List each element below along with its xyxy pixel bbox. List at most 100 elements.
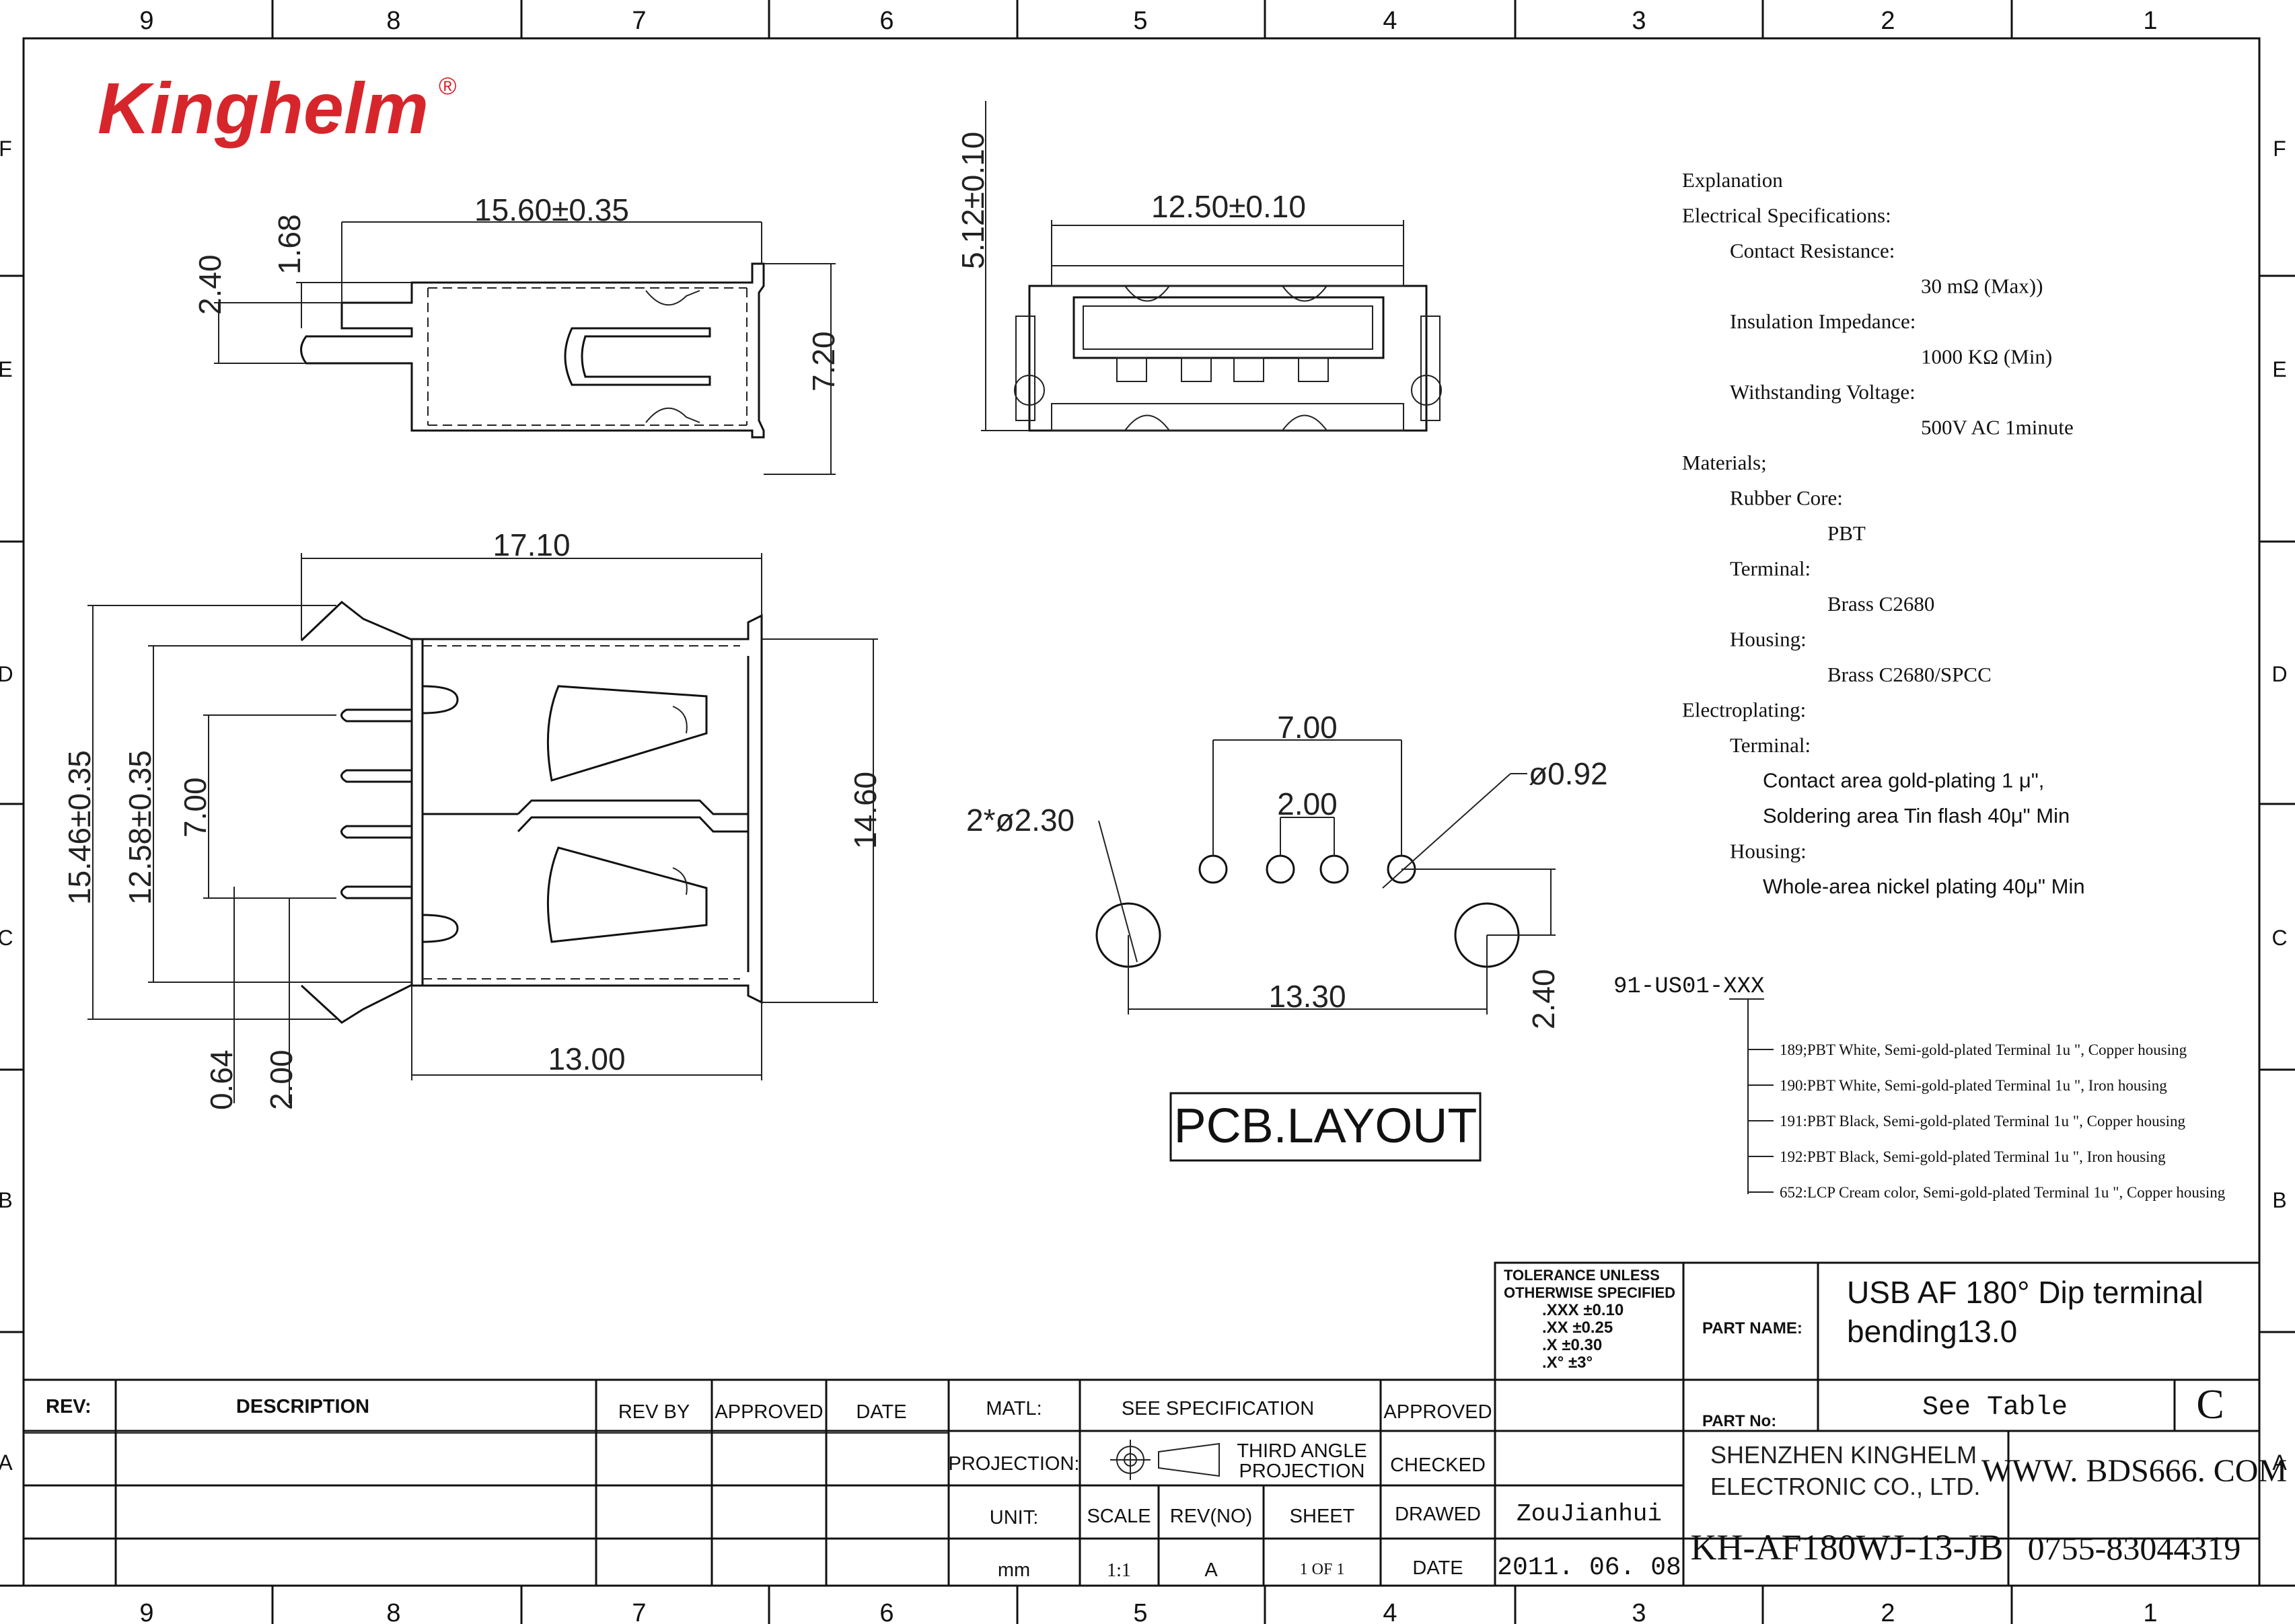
part-option-item: 189;PBT White, Semi-gold-plated Terminal… [1780, 1041, 2187, 1058]
explanation-line: 500V AC 1minute [1921, 416, 2074, 439]
zone-col-bottom-4: 4 [1383, 1599, 1397, 1624]
zone-row-right-D: D [2271, 662, 2287, 686]
zone-row-right-C: C [2271, 926, 2287, 950]
front-view-dim-height: 5.12±0.10 [955, 132, 990, 269]
explanation-line: Electroplating: [1682, 698, 1806, 722]
explanation-line: Brass C2680/SPCC [1827, 663, 1992, 686]
part-name-line-2: bending13.0 [1847, 1314, 2017, 1349]
projection-value-2: PROJECTION [1239, 1461, 1365, 1482]
logo-registered-mark: ® [439, 72, 457, 100]
approved-label-2: APPROVED [1383, 1401, 1492, 1423]
zone-col-top-1: 1 [2143, 7, 2157, 35]
zone-labels-rows: F E D C B A F E D C B A [0, 137, 2288, 1475]
explanation-line: Explanation [1682, 168, 1783, 192]
explanation-line: Soldering area Tin flash 40μ" Min [1763, 804, 2070, 827]
bottom-view-dim-inner: 12.58±0.35 [122, 750, 157, 905]
phone: 0755-83044319 [2028, 1529, 2241, 1567]
drawed-label: DRAWED [1395, 1504, 1481, 1525]
part-option-item: 191:PBT Black, Semi-gold-plated Terminal… [1780, 1113, 2185, 1130]
part-option-item: 652:LCP Cream color, Semi-gold-plated Te… [1780, 1184, 2226, 1201]
company-line-2: ELECTRONIC CO., LTD. [1710, 1473, 1980, 1500]
zone-col-top-7: 7 [632, 7, 646, 35]
date-value: 2011. 06. 08 [1497, 1553, 1681, 1582]
rev-header: REV: [46, 1396, 92, 1417]
pcb-layout-label: PCB.LAYOUT [1174, 1099, 1478, 1153]
zone-col-top-6: 6 [879, 7, 894, 35]
date-header: DATE [856, 1401, 906, 1423]
kinghelm-logo: Kinghelm ® [98, 67, 457, 149]
zone-row-left-D: D [0, 662, 13, 686]
sheet-label: SHEET [1290, 1506, 1355, 1527]
matl-label: MATL: [986, 1398, 1042, 1419]
zone-row-right-E: E [2272, 357, 2286, 381]
company-line-1: SHENZHEN KINGHELM [1710, 1441, 1977, 1469]
part-option-item: 192:PBT Black, Semi-gold-plated Terminal… [1780, 1148, 2166, 1165]
explanation-line: Rubber Core: [1730, 486, 1843, 510]
projection-value-1: THIRD ANGLE [1237, 1440, 1367, 1462]
pcb-dim-mount-hole: 2*ø2.30 [966, 803, 1074, 838]
rev-by-header: REV BY [618, 1401, 690, 1423]
explanation-line: Terminal: [1730, 733, 1811, 757]
sheet-frame [0, 37, 2295, 1587]
explanation-line: Withstanding Voltage: [1730, 380, 1916, 404]
zone-col-bottom-6: 6 [879, 1599, 894, 1624]
explanation-line: Insulation Impedance: [1730, 309, 1916, 333]
tolerance-line: OTHERWISE SPECIFIED [1504, 1284, 1675, 1301]
description-header: DESCRIPTION [236, 1396, 369, 1417]
zone-row-right-F: F [2273, 137, 2286, 161]
explanation-line: Brass C2680 [1827, 592, 1934, 616]
top-view-dim-240: 2.40 [192, 254, 227, 315]
tolerance-line: .X ±0.30 [1542, 1336, 1602, 1354]
zone-col-bottom-9: 9 [139, 1599, 153, 1624]
explanation-line: Materials; [1682, 451, 1767, 474]
explanation-line: Terminal: [1730, 557, 1811, 581]
bottom-view-dim-200: 2.00 [264, 1049, 299, 1110]
checked-label: CHECKED [1390, 1454, 1486, 1476]
zone-col-top-5: 5 [1133, 7, 1147, 35]
explanation-line: PBT [1827, 521, 1866, 545]
approved-header: APPROVED [715, 1401, 823, 1423]
explanation-line: Housing: [1730, 628, 1807, 651]
date-label-2: DATE [1412, 1557, 1463, 1579]
unit-label: UNIT: [990, 1507, 1039, 1528]
zone-row-left-B: B [0, 1188, 13, 1212]
front-view-drawing: 12.50±0.10 5.12±0.10 [955, 101, 1442, 432]
zone-col-bottom-3: 3 [1632, 1599, 1646, 1624]
bottom-view-dim-length: 17.10 [493, 527, 570, 562]
explanation-line: Electrical Specifications: [1682, 204, 1891, 227]
bottom-view-dim-pin-span: 7.00 [178, 777, 213, 838]
explanation-line: Housing: [1730, 840, 1807, 863]
part-no-label: PART No: [1702, 1412, 1776, 1430]
zone-col-top-2: 2 [1881, 7, 1895, 35]
revision-letter: C [2196, 1382, 2224, 1428]
zone-row-left-F: F [0, 137, 12, 161]
explanation-line: Contact Resistance: [1730, 239, 1895, 262]
pcb-dim-pitch-outer: 7.00 [1277, 710, 1338, 745]
bottom-view-dim-width: 14.60 [848, 772, 883, 849]
sheet-value: 1 OF 1 [1300, 1561, 1345, 1578]
part-name-label: PART NAME: [1702, 1319, 1802, 1337]
pcb-layout-drawing: 7.00 2.00 ø0.92 2*ø2.30 13.30 2.40 PCB.L… [966, 710, 1608, 1162]
pcb-dim-mount-offset: 2.40 [1526, 969, 1561, 1029]
explanation-line: 30 mΩ (Max)) [1921, 274, 2043, 298]
revno-value: A [1204, 1559, 1218, 1581]
top-view-dim-168: 1.68 [272, 214, 307, 274]
part-options-code: 91-US01-XXX [1613, 974, 1764, 1000]
matl-value: SEE SPECIFICATION [1122, 1398, 1314, 1419]
zone-col-bottom-2: 2 [1881, 1599, 1895, 1624]
third-angle-projection-icon [1110, 1440, 1220, 1480]
zone-col-top-8: 8 [386, 7, 400, 35]
zone-col-bottom-8: 8 [386, 1599, 400, 1624]
top-view-drawing: 15.60±0.35 1.68 2.40 7.20 [192, 192, 841, 475]
bottom-view-dim-13: 13.00 [548, 1041, 625, 1076]
zone-row-right-B: B [2272, 1188, 2286, 1212]
zone-col-bottom-7: 7 [632, 1599, 646, 1624]
pcb-layout-label-box [1169, 1092, 1482, 1162]
part-option-item: 190:PBT White, Semi-gold-plated Terminal… [1780, 1077, 2167, 1094]
top-view-dim-720: 7.20 [806, 331, 841, 392]
logo-text: Kinghelm [98, 67, 429, 149]
bottom-view-drawing: 17.10 15.46±0.35 12.58±0.35 7.00 14.60 1… [62, 527, 883, 1110]
drawing-number: KH-AF180WJ-13-JB [1691, 1527, 2004, 1567]
